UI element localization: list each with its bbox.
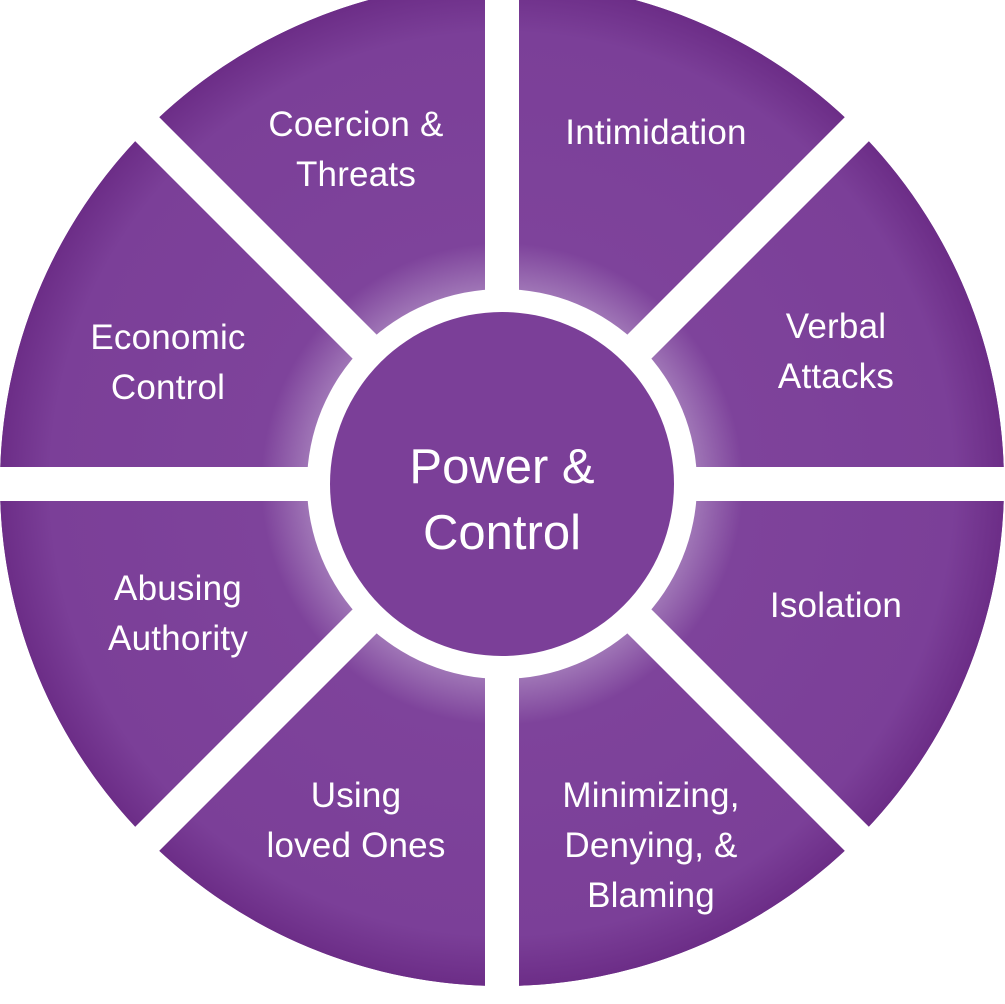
segment-label-economic-control: Economic Control: [90, 318, 246, 407]
segment-label-intimidation: Intimidation: [565, 113, 747, 152]
center-label-line2: Control: [423, 506, 581, 560]
segment-label-isolation: Isolation: [769, 586, 903, 625]
segment-label-coercion-threats: Coercion & Threats: [268, 105, 444, 194]
center-label-line1: Power &: [409, 440, 595, 494]
center-label: Power & Control: [409, 434, 594, 566]
center-disc: [330, 312, 674, 656]
segment-label-using-loved-ones: Using loved Ones: [266, 776, 446, 865]
segment-label-verbal-attacks: Verbal Attacks: [777, 307, 895, 396]
segment-label-abusing-authority: Abusing Authority: [108, 569, 248, 658]
segment-label-minimizing-denying-blaming: Minimizing, Denying, & Blaming: [562, 776, 740, 915]
